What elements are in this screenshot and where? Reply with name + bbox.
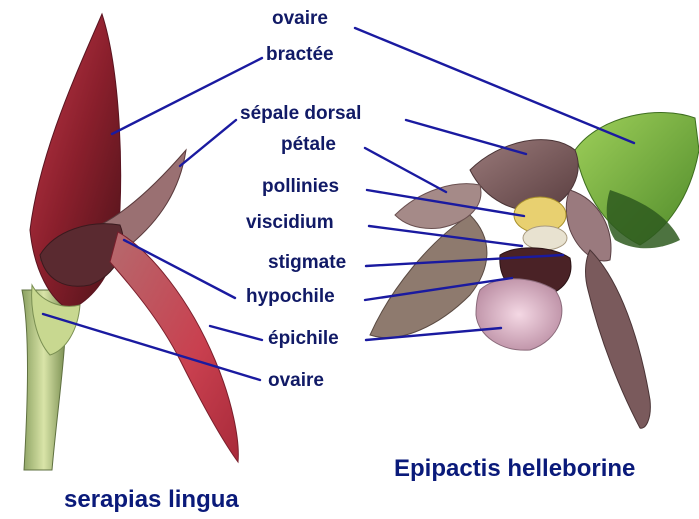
label-pollinies: pollinies [262, 176, 339, 198]
label-stigmate: stigmate [268, 252, 346, 274]
label-ovaire-top: ovaire [272, 8, 328, 30]
label-ovaire-bottom: ovaire [268, 370, 324, 392]
caption-serapias-lingua: serapias lingua [64, 486, 239, 514]
leader-ovaire-bottom [43, 314, 260, 380]
label-sepale-dorsal: sépale dorsal [240, 103, 361, 125]
label-hypochile: hypochile [246, 286, 335, 308]
caption-epipactis-helleborine: Epipactis helleborine [394, 455, 635, 483]
leader-epichile-left [210, 326, 262, 340]
label-bractee: bractée [266, 44, 334, 66]
label-epichile: épichile [268, 328, 339, 350]
leader-sepale-dorsal-left [180, 120, 236, 166]
leader-sepale-dorsal-right [406, 120, 526, 154]
epipactis-flower [370, 113, 699, 429]
leader-petale [365, 148, 446, 192]
label-viscidium: viscidium [246, 212, 334, 234]
epipactis-right-sepal [586, 250, 651, 428]
epipactis-column [523, 226, 567, 250]
epipactis-epichile [476, 279, 562, 350]
label-petale: pétale [281, 134, 336, 156]
leader-ovaire-top [355, 28, 634, 143]
